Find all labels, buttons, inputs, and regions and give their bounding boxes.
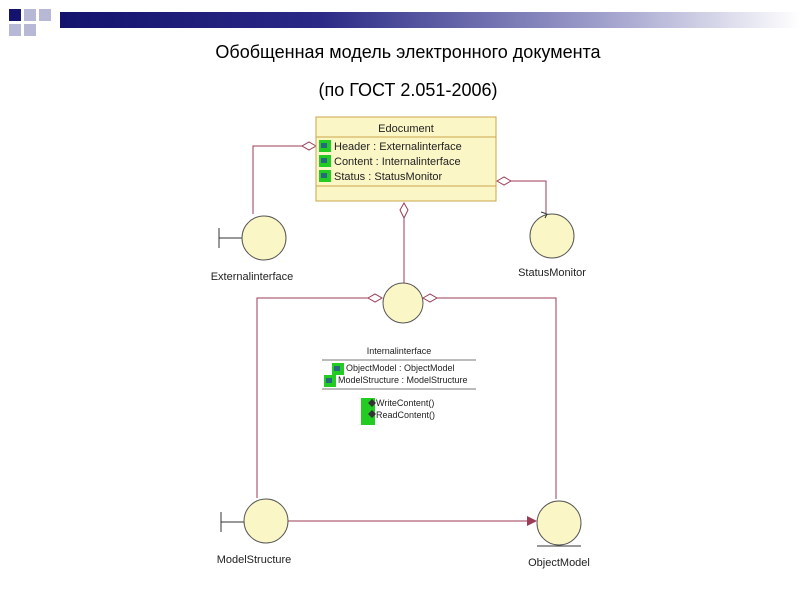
internalinterface-attr-1: ModelStructure : ModelStructure (338, 375, 468, 385)
edge-edocument-status (511, 180, 547, 213)
internalinterface-attr-0: ObjectModel : ObjectModel (346, 363, 455, 373)
edocument-attr-0: Header : Externalinterface (334, 141, 462, 153)
attribute-icon (319, 140, 331, 182)
internalinterface-op-1: ReadContent() (376, 410, 435, 420)
edocument-attr-2: Status : StatusMonitor (334, 171, 443, 183)
class-internalinterface[interactable]: Internalinterface ObjectModel : ObjectMo… (322, 346, 476, 425)
label-statusmonitor: StatusMonitor (518, 267, 586, 279)
internalinterface-op-0: WriteContent() (376, 398, 434, 408)
label-externalinterface: Externalinterface (211, 271, 294, 283)
node-externalinterface[interactable]: Externalinterface (211, 215, 294, 283)
diamond-edocument-bottom (399, 201, 409, 220)
edge-edocument-external (252, 145, 309, 214)
attribute-icon (324, 363, 344, 387)
node-objectmodel[interactable]: ObjectModel (528, 500, 590, 569)
internal-circle (382, 282, 424, 324)
boundary-circle (241, 215, 287, 261)
operation-icon (361, 398, 376, 425)
slide-title: Обобщенная модель электронного документа (215, 42, 601, 62)
edge-internal-modelstructure (256, 297, 372, 498)
diamond-edocument-left (300, 141, 318, 151)
control-circle (529, 213, 575, 259)
label-modelstructure: ModelStructure (217, 554, 292, 566)
entity-circle (536, 500, 582, 546)
connectors (252, 145, 557, 522)
diamond-internal-right (421, 293, 439, 303)
arrowhead-objectmodel (527, 516, 537, 526)
corner-squares (9, 9, 51, 36)
edocument-name: Edocument (378, 123, 434, 135)
node-modelstructure[interactable]: ModelStructure (217, 498, 292, 566)
internalinterface-name: Internalinterface (367, 346, 432, 356)
node-statusmonitor[interactable]: StatusMonitor (518, 211, 586, 279)
slide-subtitle: (по ГОСТ 2.051-2006) (318, 80, 498, 100)
header-decoration (9, 9, 800, 36)
edge-internal-objectmodel (437, 297, 557, 499)
label-objectmodel: ObjectModel (528, 557, 590, 569)
diamonds (300, 141, 513, 303)
node-internalinterface[interactable] (382, 282, 424, 324)
class-edocument[interactable]: Edocument Header : Externalinterface Con… (315, 116, 497, 202)
diamond-internal-left (366, 293, 384, 303)
header-gradient-bar (60, 12, 800, 28)
boundary-circle (243, 498, 289, 544)
diamond-edocument-right (495, 176, 513, 186)
edocument-attr-1: Content : Internalinterface (334, 156, 461, 168)
